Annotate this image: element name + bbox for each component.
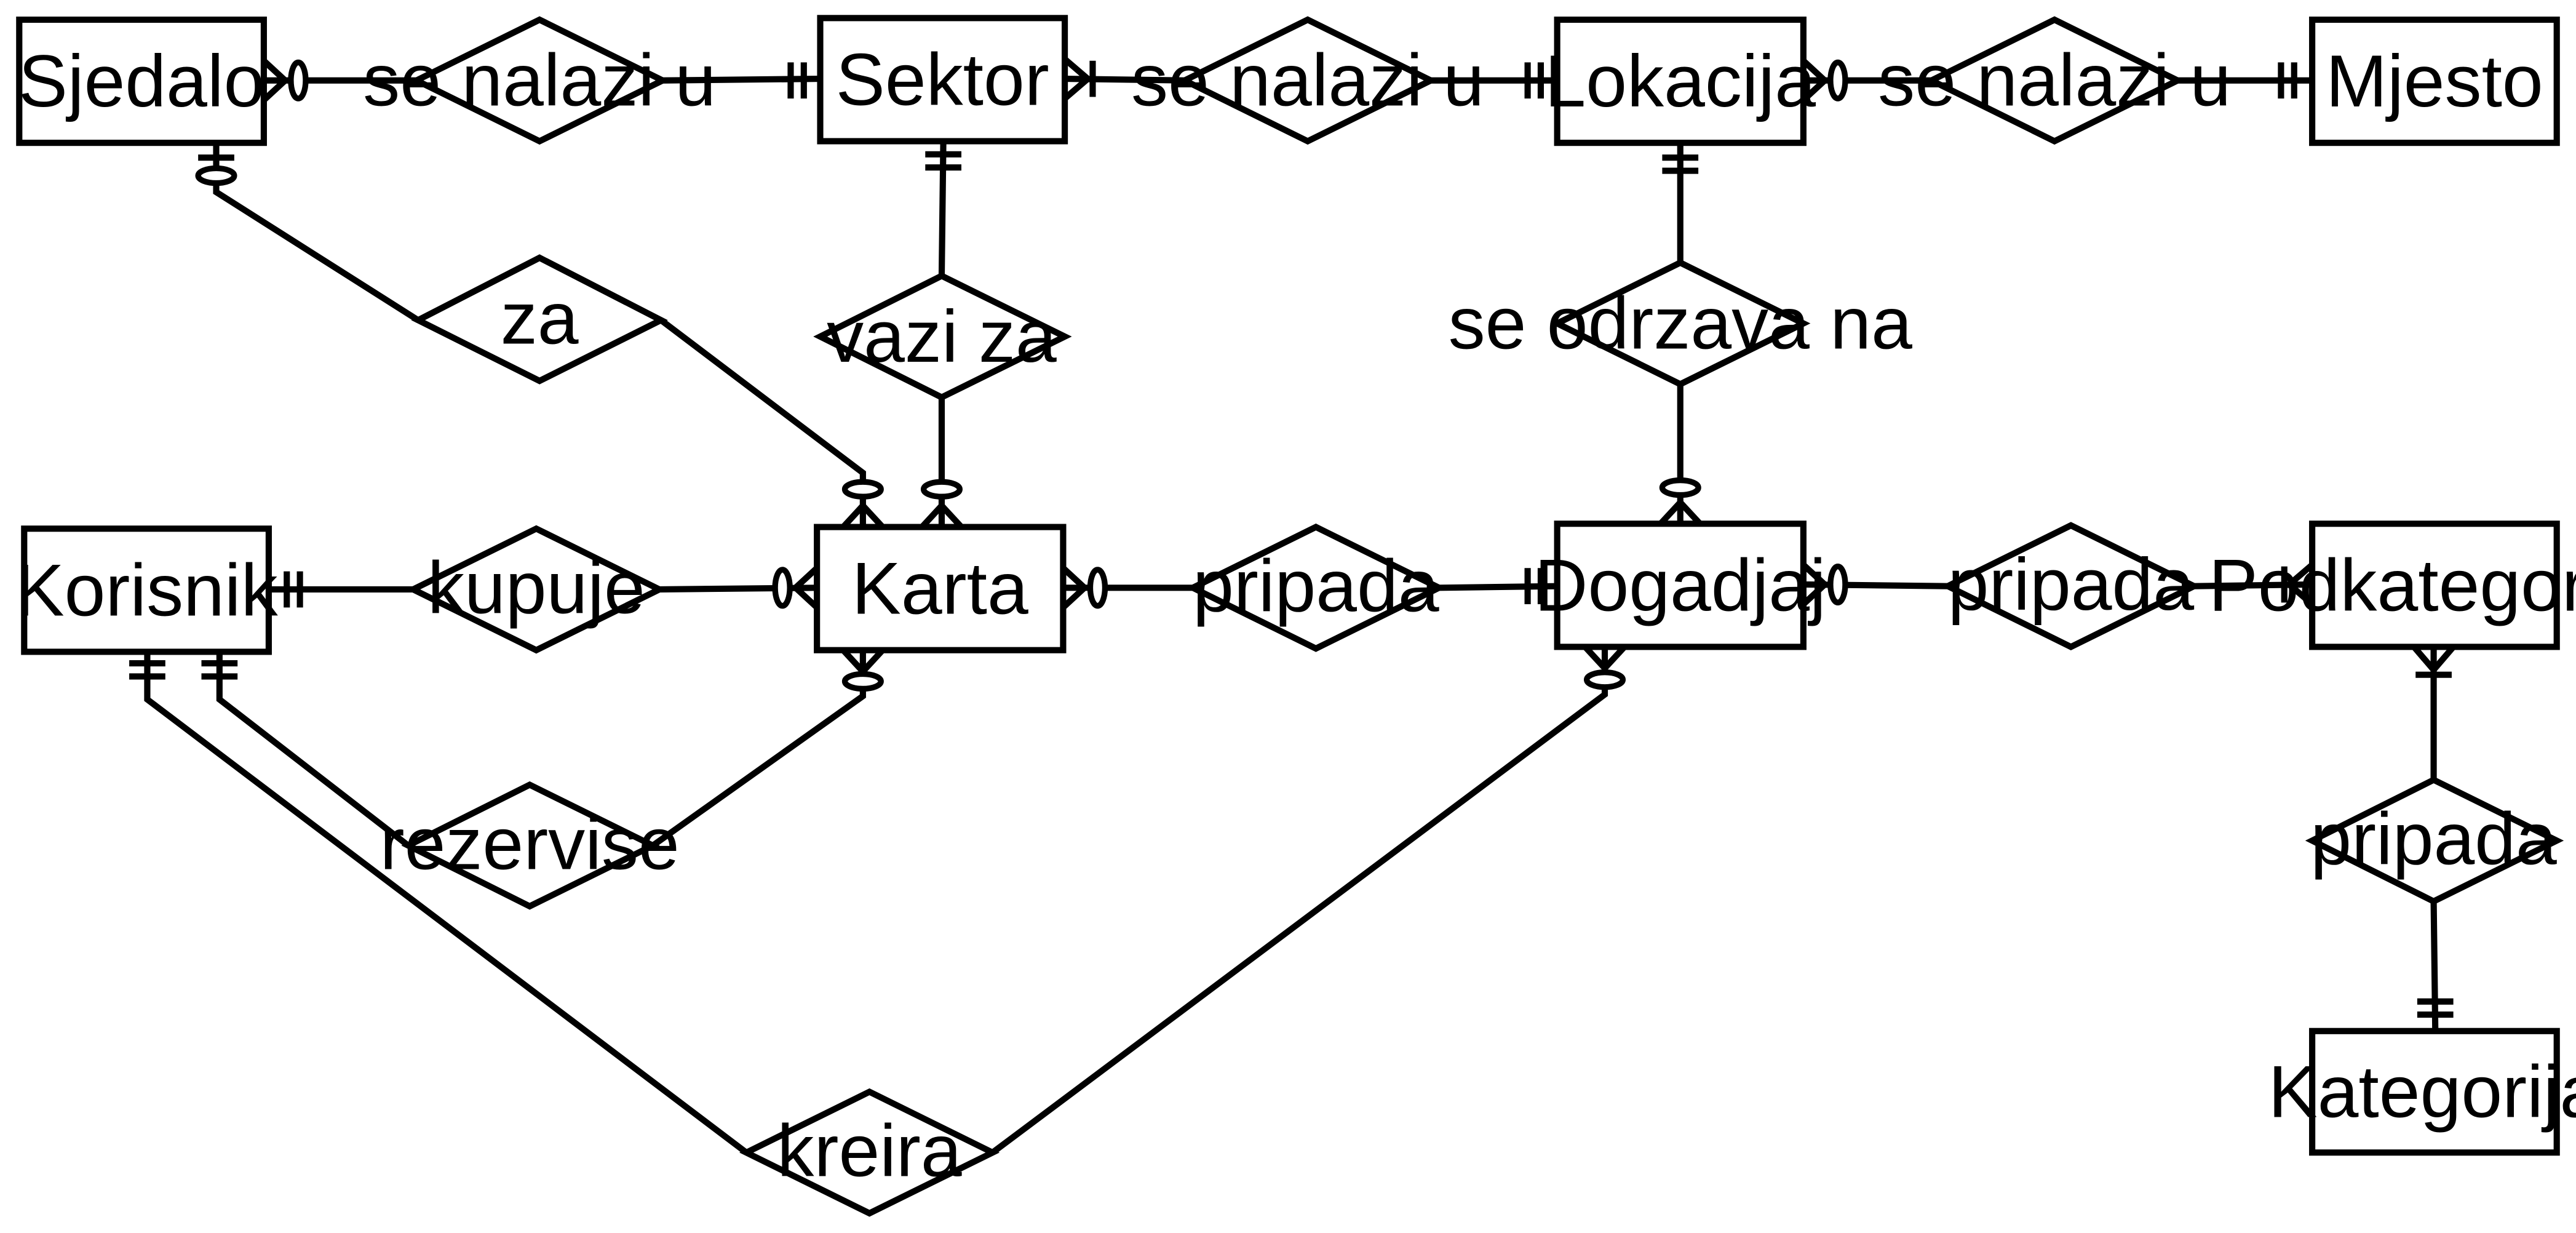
entity-label: Podkategorija [2209,544,2576,626]
relationship-kupuje[interactable]: kupuje [406,525,667,654]
marker-one-dogadjaj-left [1524,568,1544,604]
entity-lokacija[interactable]: Lokacija [1544,16,1816,146]
relationship-label: rezervise [380,803,680,885]
relationship-podkategorija-kategorija[interactable]: pripada [2305,776,2564,905]
marker-one-kategorija [2417,998,2454,1018]
marker-one-many-podkategorija-left [2281,562,2315,607]
marker-zero-many-karta-left [772,565,819,610]
marker-zero-many-lokacija [1801,58,1848,103]
marker-zero-many-dogadjaj-top [1658,477,1703,526]
relationship-vazi-za[interactable]: vazi za [813,272,1072,401]
marker-zero-many-karta-top-right [920,479,964,530]
relationship-label: pripada [1193,545,1439,628]
relationship-label: pripada [1948,543,2195,626]
entity-label: Kategorija [2268,1051,2576,1133]
entity-label: Dogadjaj [1535,544,1826,626]
entity-label: Korisnik [15,549,279,631]
marker-one-korisnik-bottom-right [201,660,238,680]
entity-mjesto[interactable]: Mjesto [2309,16,2560,146]
entity-korisnik[interactable]: Korisnik [15,525,279,655]
edge-kreira-dogadjaj [990,647,1608,1155]
marker-one-sektor-left [787,62,807,99]
entity-kategorija[interactable]: Kategorija [2268,1028,2576,1156]
relationship-label: kupuje [427,546,645,629]
marker-zero-many-dogadjaj-bottom [1583,644,1627,690]
edge-sjedalo-za [213,143,420,323]
entity-label: Sektor [836,38,1049,121]
marker-one-sektor-bottom [925,151,961,171]
relationship-label: se nalazi u [1131,39,1484,122]
entity-podkategorija[interactable]: Podkategorija [2209,521,2576,650]
entity-sjedalo[interactable]: Sjedalo [16,16,267,146]
edge-pripada-kategorija [2430,901,2439,1031]
relationship-karta-dogadjaj[interactable]: pripada [1185,523,1446,652]
relationships: se nalazi u se nalazi u se nalazi u za v… [363,16,2564,1217]
edge-korisnik-rezervise [216,652,410,848]
relationship-label: pripada [2310,798,2557,880]
relationship-sektor-lokacija[interactable]: se nalazi u [1131,16,1484,145]
marker-zero-one-sjedalo [195,154,237,186]
marker-one-korisnik-bottom-left [129,660,165,680]
marker-zero-many-sjedalo [261,58,309,103]
marker-zero-many-karta-bottom [841,648,885,692]
marker-one-many-podkategorija-bottom [2411,645,2456,678]
relationship-sjedalo-sektor[interactable]: se nalazi u [363,16,716,145]
relationship-label: kreira [777,1110,961,1192]
relationship-label: vazi za [827,295,1057,378]
cardinality-markers [129,57,2456,1018]
relationship-lokacija-mjesto[interactable]: se nalazi u [1878,16,2231,145]
entities: Sjedalo Sektor Lokacija Mjesto Korisnik … [15,15,2576,1156]
entity-label: Mjesto [2326,40,2543,122]
relationship-se-odrzava-na[interactable]: se odrzava na [1449,259,1912,388]
marker-one-lokacija-left [1524,62,1544,99]
marker-zero-many-karta-top-left [841,479,885,530]
marker-one-many-sektor [1062,57,1096,101]
entity-karta[interactable]: Karta [814,524,1067,653]
edge-sjedalo-sektor-right [662,76,821,84]
relationship-label: se nalazi u [1878,39,2231,122]
entity-label: Lokacija [1544,40,1816,122]
relationship-rezervise[interactable]: rezervise [380,781,680,910]
marker-zero-many-karta-right [1060,565,1108,610]
relationship-label: se nalazi u [363,39,716,122]
edge-rezervise-karta [651,650,866,848]
marker-one-mjesto [2278,62,2297,99]
relationship-label: se odrzava na [1449,282,1912,365]
edge-sektor-vaziza [938,141,947,276]
edge-pripada-dogadjaj [1439,583,1557,591]
marker-one-korisnik-right [284,571,303,608]
relationship-kreira[interactable]: kreira [739,1088,1000,1217]
entity-label: Karta [852,548,1028,630]
entity-label: Sjedalo [18,40,265,122]
marker-zero-many-dogadjaj-right [1801,562,1848,607]
entity-sektor[interactable]: Sektor [817,15,1068,145]
relationship-label: za [501,277,579,360]
relationship-dogadjaj-podkategorija[interactable]: pripada [1941,522,2201,651]
relationship-za[interactable]: za [411,254,668,385]
edge-korisnik-kreira [144,652,749,1155]
marker-one-lokacija-bottom [1662,154,1699,174]
entity-dogadjaj[interactable]: Dogadjaj [1535,521,1826,650]
